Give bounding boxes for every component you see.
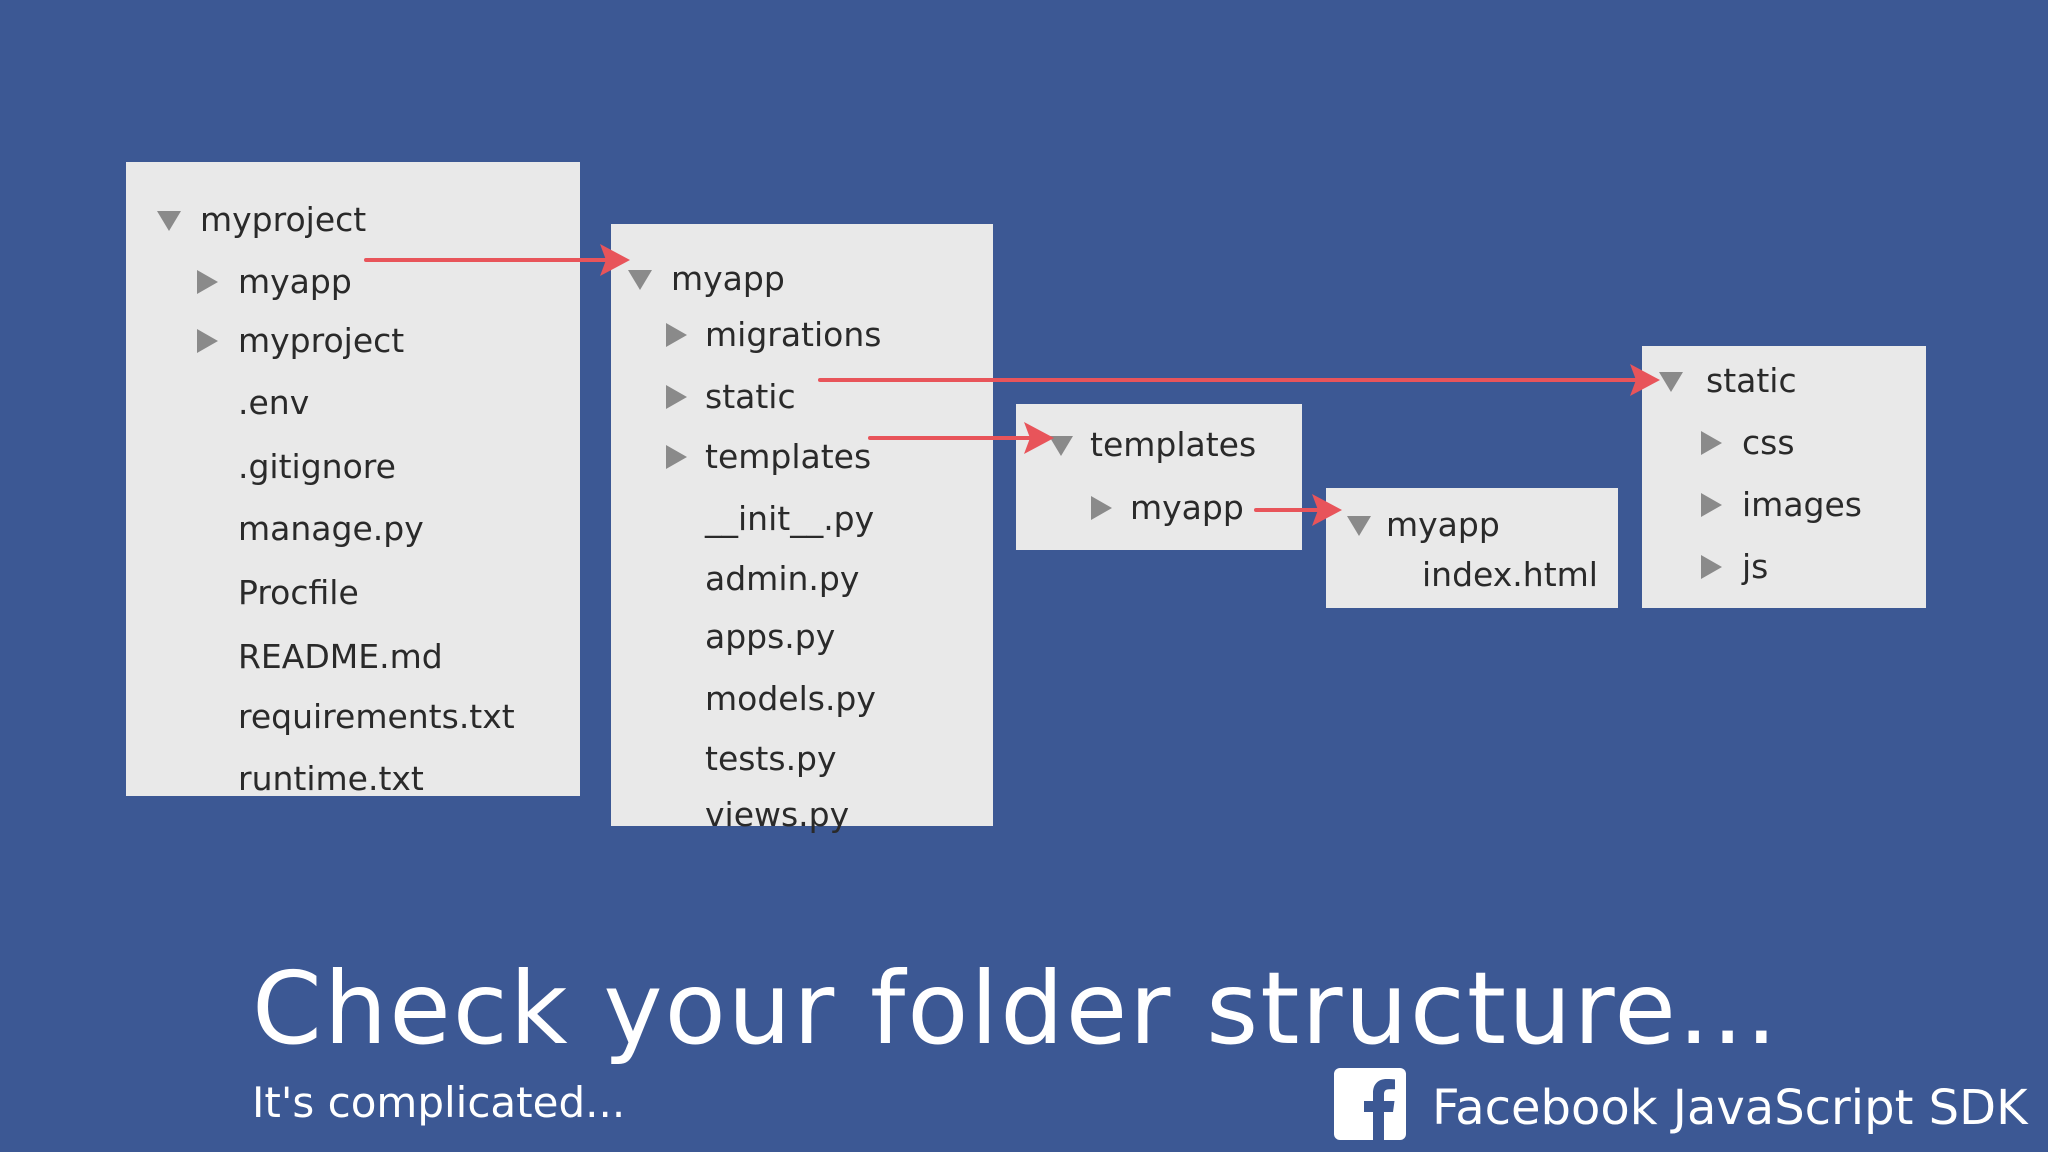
tree-item-label: templates — [1090, 425, 1257, 464]
panel-myproject: myproject myapp myproject .env .gitignor… — [126, 162, 580, 798]
tree-item-label: myproject — [238, 321, 405, 360]
panel-static: static css images js — [1642, 346, 1926, 608]
tree-item-label: static — [705, 377, 796, 416]
brand-name: Facebook JavaScript SDK — [1432, 1080, 2028, 1136]
tree-item-label: myapp — [238, 262, 352, 301]
tree-item-file[interactable]: index.html — [1422, 555, 1598, 594]
disclosure-closed-icon[interactable] — [192, 257, 222, 307]
disclosure-open-icon[interactable] — [1344, 500, 1374, 550]
disclosure-closed-icon[interactable] — [1696, 542, 1726, 592]
tree-item-label: migrations — [705, 315, 882, 354]
tree-item-file[interactable]: __init__.py — [705, 499, 875, 538]
disclosure-closed-icon[interactable] — [661, 432, 691, 482]
slide-title: Check your folder structure... — [252, 950, 1780, 1067]
tree-item-file[interactable]: views.py — [705, 795, 850, 834]
disclosure-open-icon[interactable] — [1046, 420, 1076, 470]
tree-item-label: js — [1742, 547, 1769, 586]
tree-item-label: templates — [705, 437, 872, 476]
tree-item-label: myapp — [1130, 488, 1244, 527]
tree-item-file[interactable]: apps.py — [705, 617, 836, 656]
tree-item-file[interactable]: requirements.txt — [238, 697, 515, 736]
disclosure-closed-icon[interactable] — [192, 316, 222, 366]
disclosure-open-icon[interactable] — [625, 254, 655, 304]
tree-item-label: css — [1742, 423, 1795, 462]
panel-templates-myapp: myapp index.html — [1326, 488, 1618, 608]
tree-item-label: images — [1742, 485, 1862, 524]
tree-item-file[interactable]: models.py — [705, 679, 876, 718]
disclosure-closed-icon[interactable] — [1086, 483, 1116, 533]
tree-item-label: myapp — [1386, 505, 1500, 544]
tree-item-file[interactable]: .env — [238, 383, 310, 422]
disclosure-closed-icon[interactable] — [1696, 418, 1726, 468]
slide-subtitle: It's complicated... — [252, 1078, 626, 1127]
disclosure-open-icon[interactable] — [1656, 356, 1686, 406]
panel-templates: templates myapp — [1016, 404, 1302, 550]
tree-item-file[interactable]: tests.py — [705, 739, 837, 778]
panel-myapp: myapp migrations static templates __init… — [611, 224, 993, 834]
tree-item-file[interactable]: manage.py — [238, 509, 424, 548]
tree-item-file[interactable]: README.md — [238, 637, 443, 676]
tree-item-label: static — [1706, 361, 1797, 400]
disclosure-open-icon[interactable] — [154, 195, 184, 245]
tree-item-file[interactable]: Procfile — [238, 573, 359, 612]
facebook-icon — [1334, 1068, 1406, 1140]
tree-item-label: myproject — [200, 200, 367, 239]
disclosure-closed-icon[interactable] — [661, 310, 691, 360]
disclosure-closed-icon[interactable] — [1696, 480, 1726, 530]
tree-item-file[interactable]: .gitignore — [238, 447, 396, 486]
tree-item-label: myapp — [671, 259, 785, 298]
disclosure-closed-icon[interactable] — [661, 372, 691, 422]
tree-item-file[interactable]: admin.py — [705, 559, 860, 598]
tree-item-file[interactable]: runtime.txt — [238, 759, 424, 798]
